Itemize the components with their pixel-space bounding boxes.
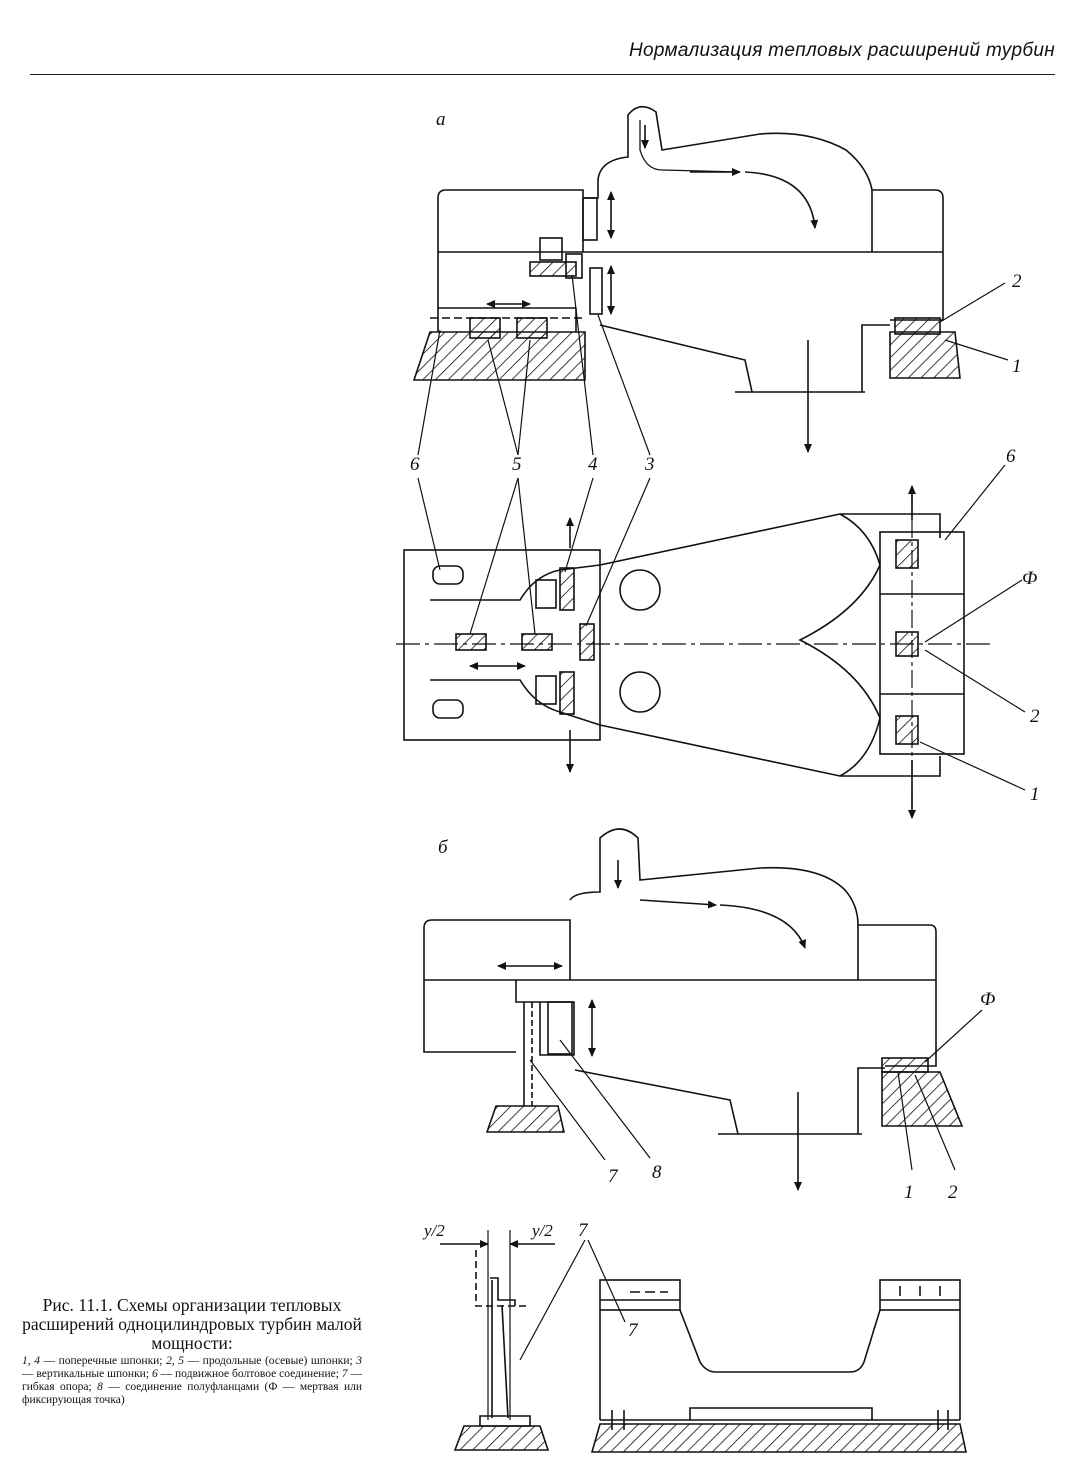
label-8: 8: [652, 1162, 662, 1183]
caption-keys-5: 7: [341, 1368, 348, 1380]
panel-b-label: б: [438, 837, 449, 858]
panel-b-flexible-support-detail: [440, 1230, 967, 1453]
panel-a-side-view: [412, 105, 1009, 456]
label-2-top: 2: [1012, 271, 1022, 292]
caption-text-2: — продольные (осевые) шпонки;: [184, 1355, 357, 1367]
caption-keys-3: 3: [356, 1355, 363, 1367]
caption-keys-2: 2, 5: [166, 1355, 185, 1367]
caption-keys-6: 8: [97, 1381, 103, 1393]
caption-title: Рис. 11.1. Схемы организации тепловых ра…: [22, 1295, 362, 1353]
panel-a-label: а: [436, 109, 446, 130]
label-1-plan: 1: [1030, 784, 1040, 805]
label-2-plan: 2: [1030, 706, 1040, 727]
label-phi-plan: Ф: [1022, 568, 1037, 589]
caption-text-1: — поперечные шпонки;: [39, 1355, 167, 1367]
caption-text-6: — соединение полуфланцами (Ф — мертвая и…: [22, 1381, 362, 1406]
label-5: 5: [512, 454, 522, 475]
label-3: 3: [644, 454, 655, 475]
caption-text-5: — гибкая опора;: [22, 1368, 363, 1393]
caption-text-3: — вертикальные шпонки;: [22, 1368, 152, 1380]
label-2-b: 2: [948, 1182, 958, 1203]
page-header: Нормализация тепловых расширений турбин: [628, 40, 1055, 61]
label-y-half-left: y/2: [422, 1221, 445, 1240]
label-1-b: 1: [904, 1182, 914, 1203]
caption-keys-1: 1, 4: [22, 1355, 40, 1367]
header-rule: [30, 74, 1055, 75]
caption-text-4: — подвижное болтовое соединение;: [157, 1368, 342, 1380]
label-7: 7: [608, 1166, 619, 1187]
label-7-frame: 7: [628, 1320, 639, 1341]
panel-a-plan-view: [396, 464, 1026, 819]
figure-caption: Рис. 11.1. Схемы организации тепловых ра…: [22, 1296, 362, 1407]
label-7-detail: 7: [578, 1220, 589, 1241]
label-1-top: 1: [1012, 356, 1022, 377]
label-6-right: 6: [1006, 446, 1016, 467]
panel-b-side-view: [423, 828, 983, 1191]
label-4: 4: [588, 454, 598, 475]
label-y-half-right: y/2: [530, 1221, 553, 1240]
caption-keys-4: 6: [151, 1368, 158, 1380]
label-6-left: 6: [410, 454, 420, 475]
caption-legend: 1, 4 — поперечные шпонки; 2, 5 — продоль…: [22, 1355, 362, 1407]
label-phi-b: Ф: [980, 989, 995, 1010]
